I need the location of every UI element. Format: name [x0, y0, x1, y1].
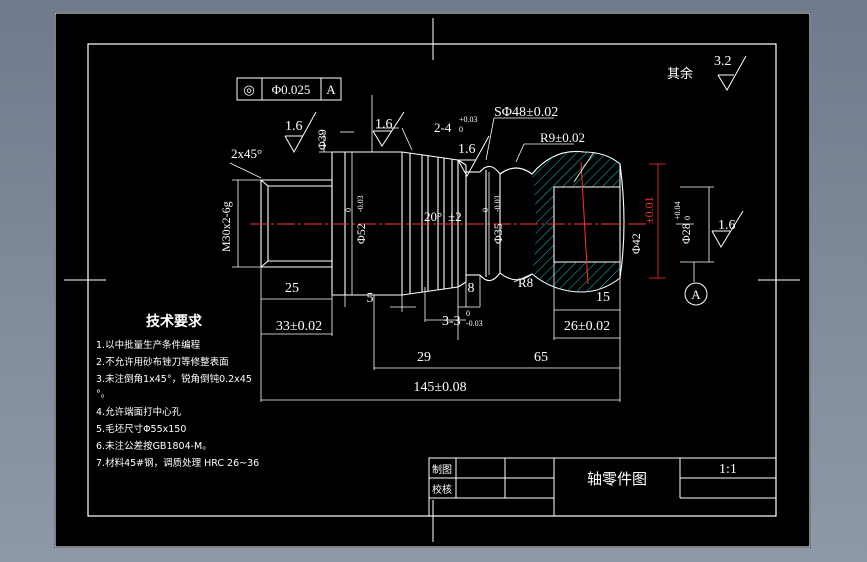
- len-26: 26±0.02: [564, 319, 610, 334]
- roughness-2: 1.6: [375, 117, 393, 132]
- r9-dim: R9±0.02: [540, 130, 585, 145]
- d39-dim: Φ39: [315, 129, 329, 150]
- len-29: 29: [417, 350, 431, 365]
- concentricity-symbol: ◎: [243, 82, 254, 97]
- note-item: °。: [96, 389, 110, 400]
- note-item: 1.以中批量生产条件编程: [96, 339, 201, 351]
- roughness-symbols: [284, 55, 747, 248]
- chamfer-dim: 2x45°: [231, 146, 262, 161]
- d42-tol: ±0.01: [642, 196, 656, 224]
- drawing-sheet: ◎ Φ0.025 A A 其余 3.2 1.6 1.6 1.6 1.6 2x45…: [54, 12, 811, 548]
- note-item: 3.未注倒角1x45°，锐角倒钝0.2x45: [96, 373, 252, 385]
- notes-title: 技术要求: [146, 313, 203, 330]
- angle-tol: ±2: [448, 209, 462, 224]
- roughness-3: 1.6: [458, 142, 476, 157]
- title-block: [428, 457, 777, 517]
- dimension-lines: [229, 95, 714, 402]
- drawn-by-label: 制图: [432, 463, 452, 476]
- len-65: 65: [534, 350, 548, 365]
- d28-dim: Φ28: [679, 223, 693, 244]
- groove-tol-upper: +0.03: [459, 115, 478, 124]
- note-item: 7.材料45#钢，调质处理 HRC 26~36: [96, 457, 259, 469]
- groove-tol-lower: 0: [459, 125, 463, 134]
- len-25: 25: [285, 281, 299, 296]
- d35-tol-lower: -0.03: [493, 195, 502, 212]
- len-3-tol-upper: 0: [466, 309, 470, 318]
- len-3: 3-3: [442, 314, 461, 329]
- note-item: 6.未注公差按GB1804-M。: [96, 440, 212, 452]
- geometric-tolerance: ◎ Φ0.025 A: [236, 77, 342, 101]
- d28-tol-upper: +0.04: [673, 201, 682, 220]
- checked-by-label: 校核: [432, 483, 452, 496]
- note-item: 2.不允许用砂布锉刀等修整表面: [96, 356, 229, 368]
- center-marks: [64, 18, 800, 542]
- r8-dim: R8: [518, 275, 533, 290]
- red-dims: [649, 163, 666, 279]
- outer-frame: [54, 12, 811, 548]
- datum-label: A: [691, 287, 701, 302]
- d35-tol-upper: 0: [481, 208, 490, 212]
- section-line: [580, 161, 589, 285]
- len-15: 15: [596, 290, 610, 305]
- d52-tol-upper: 0: [344, 208, 353, 212]
- len-3-tol-lower: -0.03: [466, 319, 483, 328]
- drawing-name: 轴零件图: [587, 470, 647, 488]
- groove-dim: 2-4: [434, 120, 452, 135]
- len-33: 33±0.02: [276, 319, 322, 334]
- scale: 1:1: [719, 462, 737, 477]
- note-item: 5.毛坯尺寸Φ55x150: [96, 423, 186, 435]
- len-5: 5: [367, 291, 374, 306]
- tolerance-value: Φ0.025: [272, 82, 311, 97]
- thread-dim: M30x2-6g: [219, 201, 233, 252]
- tolerance-datum: A: [326, 82, 336, 97]
- note-item: 4.允许端面打中心孔: [96, 406, 182, 418]
- shaft-drawing: ◎ Φ0.025 A A 其余 3.2 1.6 1.6 1.6 1.6 2x45…: [54, 12, 811, 548]
- d42-dim: Φ42: [629, 233, 643, 254]
- roughness-1: 1.6: [285, 119, 303, 134]
- d35-dim: Φ35: [491, 223, 505, 244]
- other-roughness-label: 其余: [667, 66, 693, 82]
- d28-tol-lower: 0: [683, 216, 692, 220]
- roughness-4: 1.6: [718, 218, 736, 233]
- angle-dim: 20°: [424, 209, 442, 224]
- d52-tol-lower: -0.03: [356, 195, 365, 212]
- d52-dim: Φ52: [354, 223, 368, 244]
- other-roughness-value: 3.2: [714, 54, 732, 69]
- sphere-dim: SΦ48±0.02: [494, 105, 558, 120]
- len-8: 8: [468, 281, 475, 296]
- len-145: 145±0.08: [413, 380, 466, 395]
- datum-circle: [684, 282, 708, 306]
- notes-list: 1.以中批量生产条件编程 2.不允许用砂布锉刀等修整表面 3.未注倒角1x45°…: [96, 339, 259, 469]
